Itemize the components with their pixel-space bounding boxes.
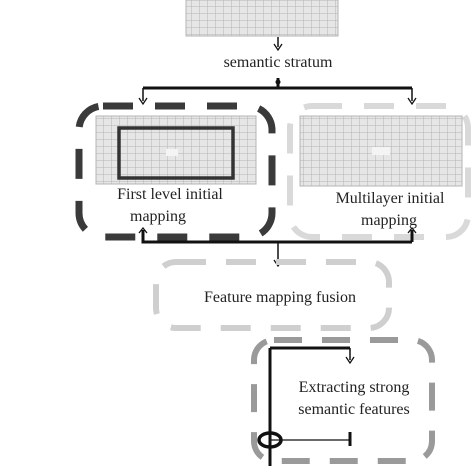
first-level-label-line1: First level initial [117,186,223,203]
merge-bracket [141,230,414,244]
fusion-label: Feature mapping fusion [204,289,356,306]
fusion-container [153,259,392,331]
first-level-container [75,102,276,241]
split-bracket [143,78,412,90]
top-arrow-head [273,43,283,52]
multilayer-label-line1: Multilayer initial [336,190,445,207]
semantic-stratum-label: semantic stratum [224,54,333,71]
multilayer-label-line2: mapping [361,212,417,229]
multilayer-center-mark [372,147,390,155]
split-left-head [138,97,148,106]
multilayer-container [287,103,471,240]
extract-label-line2: semantic features [298,401,410,418]
extract-node-ring [257,431,283,449]
top-feature-map [185,0,339,37]
merge-right-tick [407,226,417,234]
split-right-head [407,97,417,106]
first-level-center-mark [166,149,178,156]
merge-left-tick [138,226,148,234]
first-level-label-line2: mapping [130,208,186,225]
extract-top-head [345,356,355,365]
extract-container [251,337,435,464]
extract-label-line1: Extracting strong [299,379,410,396]
first-level-highlight-box [117,126,235,180]
